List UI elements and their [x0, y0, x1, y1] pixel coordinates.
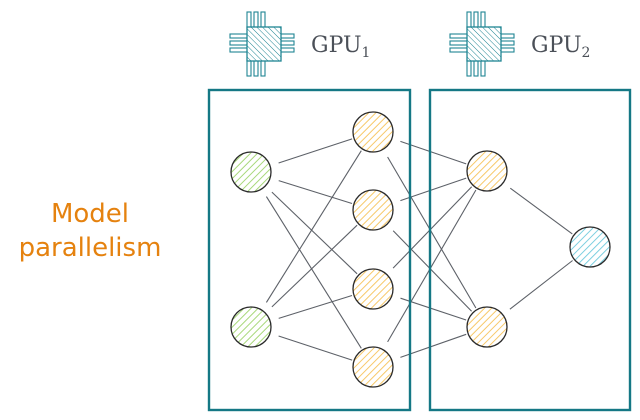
chip-pin: [480, 11, 486, 29]
side-label-line2: parallelism: [19, 233, 162, 263]
hidden1-node-1: [352, 189, 394, 231]
side-label: Model parallelism: [19, 199, 162, 263]
gpu-2-label: GPU: [531, 33, 582, 58]
hidden1-node-3: [352, 346, 394, 388]
chip-pin: [480, 59, 486, 77]
chip-pin: [499, 47, 515, 53]
svg-text:GPU2: GPU2: [531, 33, 590, 61]
edge-hidden1-1-to-hidden2-1: [392, 230, 472, 312]
chip-pin: [499, 40, 515, 46]
hidden2-node-1: [466, 306, 508, 348]
chip-pin: [449, 33, 469, 39]
gpu-2-partition-box: [428, 88, 632, 412]
gpu-chip-icon: [229, 11, 295, 77]
chip-pin: [253, 11, 259, 29]
chip-pin: [279, 33, 295, 39]
chip-pin: [229, 33, 249, 39]
chip-pin: [246, 11, 252, 29]
edge-hidden1-3-to-hidden2-1: [400, 333, 467, 358]
gpu-1-header: GPU1: [229, 11, 370, 77]
chip-pin: [260, 59, 266, 77]
gpu-chip-icon: [449, 11, 515, 77]
chip-pin: [253, 59, 259, 77]
edge-hidden1-3-to-hidden2-0: [387, 189, 477, 343]
edge-input-1-to-hidden1-2: [278, 294, 353, 319]
chip-pin: [499, 33, 515, 39]
network-edges: [265, 138, 573, 361]
chip-pin: [229, 40, 249, 46]
gpu-1-subscript: 1: [362, 45, 371, 61]
output-node-0: [569, 226, 611, 268]
chip-body: [466, 26, 502, 62]
edge-input-0-to-hidden1-0: [278, 138, 353, 164]
chip-pin: [449, 47, 469, 53]
hidden1-node-2: [352, 268, 394, 310]
input-node-0: [230, 151, 272, 193]
chip-pin: [449, 40, 469, 46]
edge-input-0-to-hidden1-1: [278, 180, 353, 205]
gpu-2-header: GPU2: [449, 11, 590, 77]
edge-input-1-to-hidden1-3: [278, 335, 353, 361]
edge-hidden1-2-to-hidden2-0: [392, 186, 473, 269]
chip-pin: [466, 59, 472, 77]
svg-text:GPU1: GPU1: [311, 33, 370, 61]
edge-hidden1-0-to-hidden2-1: [387, 156, 477, 309]
chip-pin: [229, 47, 249, 53]
edge-input-0-to-hidden1-3: [265, 196, 362, 349]
edge-input-0-to-hidden1-2: [271, 191, 358, 275]
hidden2-node-0: [466, 150, 508, 192]
chip-pin: [246, 59, 252, 77]
chip-pin: [279, 40, 295, 46]
gpu-1-label: GPU: [311, 33, 362, 58]
chip-pin: [466, 11, 472, 29]
edge-hidden2-0-to-output-0: [509, 187, 573, 235]
side-label-line1: Model: [51, 199, 129, 229]
gpu-2-subscript: 2: [582, 45, 591, 61]
edge-hidden1-1-to-hidden2-0: [400, 177, 467, 202]
chip-pin: [473, 59, 479, 77]
chip-pin: [473, 11, 479, 29]
hidden1-node-0: [352, 111, 394, 153]
edge-hidden1-0-to-hidden2-0: [400, 140, 467, 165]
chip-pin: [260, 11, 266, 29]
network-nodes: [230, 111, 611, 388]
chip-pin: [279, 47, 295, 53]
input-node-1: [230, 306, 272, 348]
gpu-1-partition-box: [207, 88, 412, 412]
edge-input-1-to-hidden1-1: [271, 224, 358, 308]
chip-body: [246, 26, 282, 62]
edge-hidden2-1-to-output-0: [509, 260, 573, 310]
edge-input-1-to-hidden1-0: [265, 150, 362, 303]
